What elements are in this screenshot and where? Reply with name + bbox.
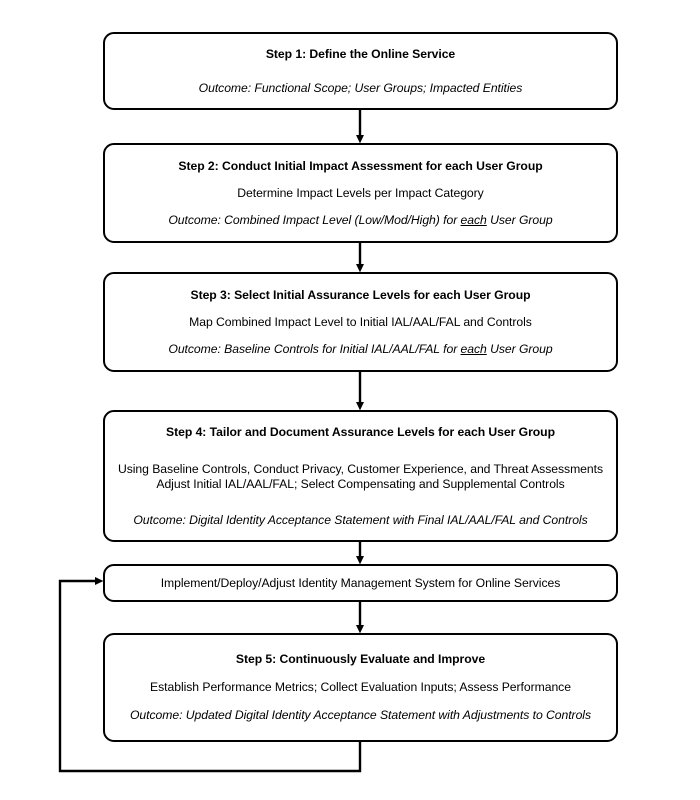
node-step-2-outcome: Outcome: Combined Impact Level (Low/Mod/… — [168, 213, 552, 228]
outcome-text: Functional Scope; User Groups; Impacted … — [251, 80, 523, 95]
outcome-label: Outcome: — [133, 512, 186, 527]
node-step-1[interactable]: Step 1: Define the Online Service Outcom… — [103, 32, 618, 110]
node-step-2[interactable]: Step 2: Conduct Initial Impact Assessmen… — [103, 143, 618, 243]
outcome-emphasis: each — [460, 341, 487, 356]
node-step-4-outcome: Outcome: Digital Identity Acceptance Sta… — [133, 513, 587, 528]
outcome-text: Digital Identity Acceptance Statement wi… — [185, 512, 588, 527]
node-step-5-body: Establish Performance Metrics; Collect E… — [150, 680, 571, 694]
outcome-text-post: User Group — [486, 341, 553, 356]
node-step-4-body-line-2: Adjust Initial IAL/AAL/FAL; Select Compe… — [156, 476, 565, 491]
node-step-3[interactable]: Step 3: Select Initial Assurance Levels … — [103, 272, 618, 372]
node-step-4[interactable]: Step 4: Tailor and Document Assurance Le… — [103, 410, 618, 542]
node-step-1-title: Step 1: Define the Online Service — [265, 46, 456, 61]
node-step-4-title: Step 4: Tailor and Document Assurance Le… — [166, 424, 555, 439]
outcome-label: Outcome: — [198, 80, 252, 95]
node-step-5[interactable]: Step 5: Continuously Evaluate and Improv… — [103, 633, 618, 742]
outcome-emphasis: each — [460, 212, 487, 227]
outcome-text-pre: Baseline Controls for Initial IAL/AAL/FA… — [220, 341, 461, 356]
node-step-3-outcome: Outcome: Baseline Controls for Initial I… — [168, 342, 552, 357]
node-step-2-body: Determine Impact Levels per Impact Categ… — [237, 185, 484, 200]
outcome-label: Outcome: — [168, 212, 221, 227]
outcome-text-post: User Group — [486, 212, 553, 227]
outcome-text-pre: Combined Impact Level (Low/Mod/High) for — [220, 212, 461, 227]
node-step-5-title: Step 5: Continuously Evaluate and Improv… — [235, 652, 486, 666]
node-implement-text: Implement/Deploy/Adjust Identity Managem… — [160, 575, 561, 590]
node-step-4-body-line-1: Using Baseline Controls, Conduct Privacy… — [117, 461, 604, 476]
node-step-3-title: Step 3: Select Initial Assurance Levels … — [190, 287, 531, 302]
outcome-label: Outcome: — [129, 708, 183, 722]
node-step-5-outcome: Outcome: Updated Digital Identity Accept… — [130, 708, 591, 723]
outcome-label: Outcome: — [168, 341, 221, 356]
node-step-3-body: Map Combined Impact Level to Initial IAL… — [189, 314, 532, 329]
outcome-text: Updated Digital Identity Acceptance Stat… — [182, 708, 591, 722]
node-implement-deploy-adjust[interactable]: Implement/Deploy/Adjust Identity Managem… — [103, 564, 618, 602]
node-step-1-outcome: Outcome: Functional Scope; User Groups; … — [199, 81, 523, 96]
node-step-2-title: Step 2: Conduct Initial Impact Assessmen… — [178, 158, 543, 173]
